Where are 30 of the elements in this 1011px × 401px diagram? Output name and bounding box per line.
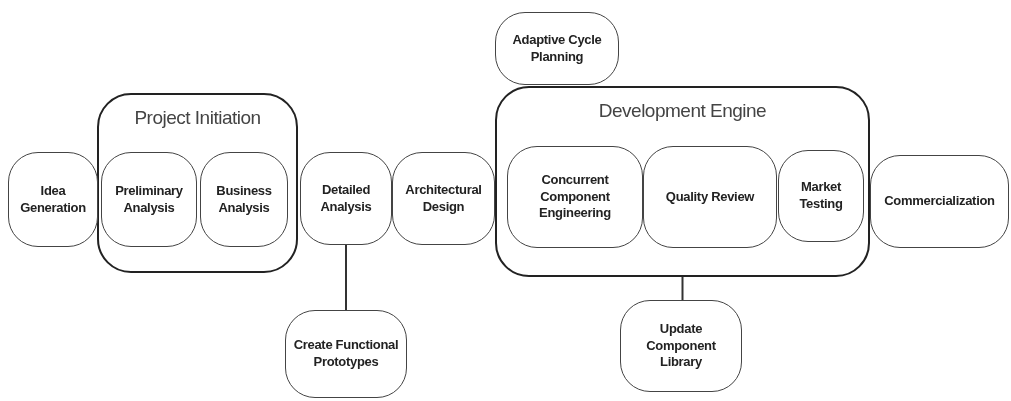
process-label: Idea Generation (19, 182, 87, 217)
process-box (778, 150, 864, 242)
process-box (285, 310, 407, 398)
process-box (101, 152, 197, 247)
process-label: Commercialization (884, 193, 995, 210)
process-box (870, 155, 1009, 248)
process-label: Update Component Library (645, 320, 717, 372)
group-box (495, 86, 870, 277)
group-box (97, 93, 298, 273)
process-box (300, 152, 392, 245)
process-label: Quality Review (665, 188, 755, 206)
process-box (495, 12, 619, 85)
process-label: Concurrent Component Engineering (538, 171, 612, 223)
process-label: Business Analysis (215, 182, 273, 217)
process-box (507, 146, 643, 248)
process-box (200, 152, 288, 247)
process-label: Architectural Design (404, 181, 483, 216)
connector-line (345, 244, 347, 311)
process-label: Create Functional Prototypes (292, 337, 400, 371)
process-box (8, 152, 98, 247)
process-label: Preliminary Analysis (114, 182, 184, 217)
process-label: Market Testing (798, 179, 844, 213)
group-title: Project Initiation (134, 107, 261, 129)
process-box (392, 152, 495, 245)
group-title: Development Engine (598, 100, 767, 122)
process-box (643, 146, 777, 248)
connector-line (681, 276, 684, 301)
process-box (620, 300, 742, 392)
process-label: Adaptive Cycle Planning (511, 31, 603, 66)
process-label: Detailed Analysis (319, 181, 373, 216)
